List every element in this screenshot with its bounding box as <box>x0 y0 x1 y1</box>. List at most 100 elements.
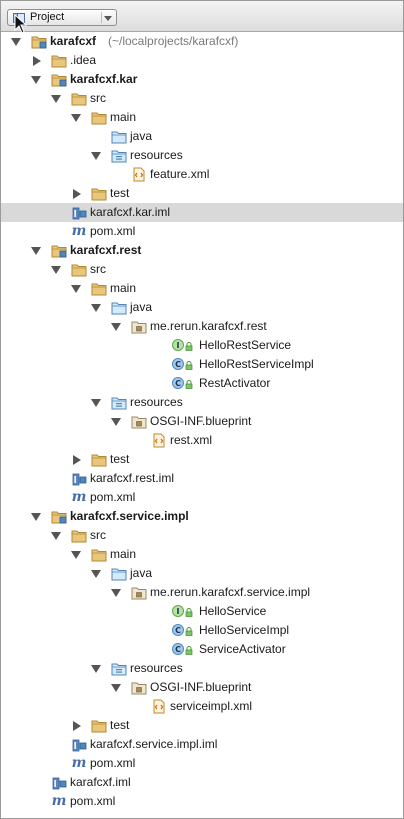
tree-row[interactable]: feature.xml <box>1 165 403 184</box>
tree-row[interactable]: me.rerun.karafcxf.rest <box>1 317 403 336</box>
tree-row[interactable]: karafcxf.iml <box>1 773 403 792</box>
chevron-down-icon[interactable] <box>31 512 41 522</box>
chevron-down-icon[interactable] <box>111 683 121 693</box>
tree-row[interactable]: karafcxf (~/localprojects/karafcxf) <box>1 32 403 51</box>
tree-item-label: test <box>110 452 130 466</box>
chevron-down-icon[interactable] <box>104 16 112 21</box>
chevron-down-icon[interactable] <box>71 284 81 294</box>
chevron-down-icon[interactable] <box>91 664 101 674</box>
tree-item-label: main <box>110 281 137 295</box>
chevron-down-icon[interactable] <box>111 322 121 332</box>
tree-row[interactable]: OSGI-INF.blueprint <box>1 678 403 697</box>
tree-row[interactable]: karafcxf.service.impl.iml <box>1 735 403 754</box>
access-lock-icon <box>185 627 193 636</box>
tree-row[interactable]: karafcxf.kar <box>1 70 403 89</box>
xml-file-icon <box>153 699 165 714</box>
tree-row[interactable]: main <box>1 279 403 298</box>
chevron-down-icon[interactable] <box>31 246 41 256</box>
source-folder-icon <box>111 302 127 315</box>
tree-row[interactable]: me.rerun.karafcxf.service.impl <box>1 583 403 602</box>
tree-item-label: java <box>130 300 153 314</box>
chevron-down-icon[interactable] <box>51 531 61 541</box>
tree-row[interactable]: src <box>1 260 403 279</box>
chevron-down-icon[interactable] <box>91 303 101 313</box>
tree-item-label: pom.xml <box>90 490 136 504</box>
tree-row[interactable]: serviceimpl.xml <box>1 697 403 716</box>
tree-row[interactable]: resources <box>1 146 403 165</box>
module-folder-icon <box>31 36 47 49</box>
chevron-down-icon[interactable] <box>51 94 61 104</box>
chevron-down-icon[interactable] <box>111 588 121 598</box>
chevron-down-icon[interactable] <box>31 75 41 85</box>
chevron-right-icon[interactable] <box>71 455 81 465</box>
tree-row[interactable]: main <box>1 108 403 127</box>
chevron-down-icon[interactable] <box>51 265 61 275</box>
chevron-down-icon[interactable] <box>71 113 81 123</box>
chevron-down-icon[interactable] <box>91 151 101 161</box>
tree-row[interactable]: test <box>1 184 403 203</box>
tree-row[interactable]: karafcxf.kar.iml <box>1 203 403 222</box>
folder-icon <box>91 283 107 296</box>
tree-item-label: RestActivator <box>199 376 271 390</box>
module-folder-icon <box>51 245 67 258</box>
tree-row[interactable]: karafcxf.rest <box>1 241 403 260</box>
tree-item-label: me.rerun.karafcxf.service.impl <box>150 585 311 599</box>
tree-row[interactable]: src <box>1 526 403 545</box>
tree-item-label: test <box>110 186 130 200</box>
chevron-right-icon[interactable] <box>71 189 81 199</box>
tree-row[interactable]: OSGI-INF.blueprint <box>1 412 403 431</box>
tree-item-label: ServiceActivator <box>199 642 286 656</box>
tree-row[interactable]: test <box>1 716 403 735</box>
tree-item-label: src <box>90 528 106 542</box>
folder-icon <box>91 720 107 733</box>
chevron-right-icon[interactable] <box>31 56 41 66</box>
iml-file-icon <box>72 473 87 486</box>
tree-item-label: OSGI-INF.blueprint <box>150 414 252 428</box>
tree-row[interactable]: src <box>1 89 403 108</box>
project-toolbar: Project <box>1 1 403 32</box>
tree-row[interactable]: test <box>1 450 403 469</box>
chevron-down-icon[interactable] <box>71 550 81 560</box>
tree-row[interactable]: resources <box>1 393 403 412</box>
tree-item-label: serviceimpl.xml <box>170 699 253 713</box>
tree-row[interactable]: .idea <box>1 51 403 70</box>
tree-row[interactable]: resources <box>1 659 403 678</box>
tree-row[interactable]: java <box>1 298 403 317</box>
folder-icon <box>91 112 107 125</box>
maven-pom-icon: m <box>71 755 87 771</box>
tree-item-label: HelloRestServiceImpl <box>199 357 314 371</box>
chevron-down-icon[interactable] <box>91 398 101 408</box>
tree-item-label: karafcxf.service.impl <box>70 509 189 523</box>
tree-row[interactable]: java <box>1 127 403 146</box>
tree-row[interactable]: main <box>1 545 403 564</box>
chevron-right-icon[interactable] <box>71 721 81 731</box>
iml-file-icon <box>72 207 87 220</box>
tree-item-label: HelloService <box>199 604 267 618</box>
tree-row[interactable]: rest.xml <box>1 431 403 450</box>
tree-row[interactable]: karafcxf.service.impl <box>1 507 403 526</box>
resource-folder-icon <box>111 663 127 676</box>
tree-row[interactable]: java <box>1 564 403 583</box>
tree-row[interactable]: karafcxf.rest.iml <box>1 469 403 488</box>
class-icon: C <box>172 643 184 655</box>
chevron-down-icon[interactable] <box>111 417 121 427</box>
folder-icon <box>71 530 87 543</box>
package-icon <box>131 682 147 695</box>
tree-row[interactable]: C ServiceActivator <box>1 640 403 659</box>
chevron-down-icon[interactable] <box>11 37 21 47</box>
chevron-down-icon[interactable] <box>91 569 101 579</box>
project-path-label: (~/localprojects/karafcxf) <box>108 34 239 48</box>
tree-item-label: karafcxf <box>50 34 97 48</box>
tree-item-label: test <box>110 718 130 732</box>
